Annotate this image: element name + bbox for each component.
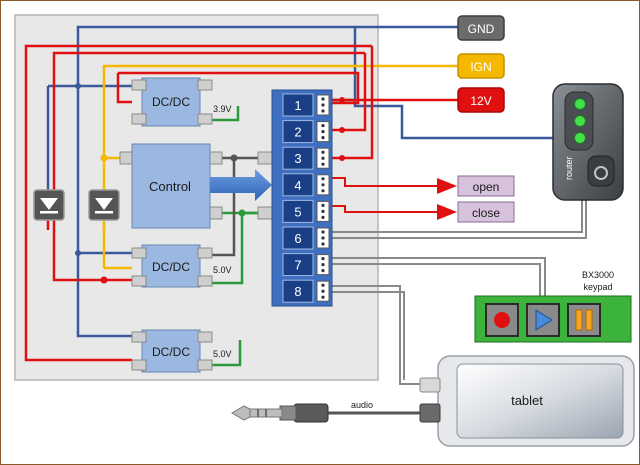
pause-button[interactable]	[567, 303, 601, 337]
output-open: open	[457, 175, 515, 197]
dcdc-converter-top: DC/DC	[131, 77, 213, 127]
diode-left	[33, 189, 65, 221]
pause-icon	[575, 309, 583, 331]
terminal-pin-label: 7	[294, 258, 301, 273]
dcdc-converter-mid: DC/DC	[131, 244, 213, 288]
terminal-pin: 5	[282, 199, 330, 223]
gnd-nodes	[75, 83, 81, 256]
terminal-pin-label: 5	[294, 204, 301, 219]
voltage-label-3v9: 3.9V	[213, 104, 232, 114]
voltage-label-5v0-mid: 5.0V	[213, 265, 232, 275]
record-button[interactable]	[485, 303, 519, 337]
led-icon	[574, 98, 586, 110]
audio-jack-icon	[231, 405, 251, 421]
terminal-pin: 6	[282, 226, 330, 250]
output-close: close	[457, 201, 515, 223]
record-icon	[494, 312, 510, 328]
connector-stub	[257, 151, 273, 165]
connector-stub	[257, 206, 273, 220]
svg-text:12V: 12V	[470, 94, 491, 108]
terminal-pin: 1	[282, 93, 330, 117]
tablet-device: tablet	[419, 355, 635, 447]
terminal-pin: 7	[282, 253, 330, 277]
router-device: router	[552, 83, 624, 201]
svg-text:IGN: IGN	[470, 60, 491, 74]
svg-text:close: close	[472, 206, 500, 220]
terminal-pin: 3	[282, 146, 330, 170]
led-icon	[574, 132, 586, 144]
tablet-label: tablet	[511, 393, 543, 408]
control-module: Control	[119, 143, 223, 229]
terminal-gnd: GND	[457, 15, 505, 41]
audio-label: audio	[351, 400, 373, 410]
audio-cable	[231, 403, 420, 423]
dcdc-label: DC/DC	[152, 345, 190, 359]
output-wires	[330, 177, 457, 220]
signal-node	[238, 209, 246, 217]
terminal-pin-label: 6	[294, 231, 301, 246]
terminal-pin-label: 8	[294, 284, 301, 299]
terminal-pin: 2	[282, 120, 330, 144]
control-arrow	[210, 169, 272, 201]
led-icon	[574, 115, 586, 127]
terminal-pin-label: 1	[294, 98, 301, 113]
play-icon	[535, 309, 553, 331]
terminal-pin: 4	[282, 173, 330, 197]
keypad-label-line1: BX3000	[582, 270, 614, 280]
voltage-label-5v0-bottom: 5.0V	[213, 349, 232, 359]
terminal-pin: 8	[282, 279, 330, 303]
diode-right	[88, 189, 120, 221]
keypad-label-line2: keypad	[583, 282, 612, 292]
dcdc-label: DC/DC	[152, 95, 190, 109]
ign-node	[100, 154, 108, 162]
terminal-12v: 12V	[457, 87, 505, 113]
data-wires	[330, 198, 587, 385]
router-label: router	[564, 156, 574, 180]
dcdc-converter-bottom: DC/DC	[131, 329, 213, 373]
terminal-pin-label: 4	[294, 178, 301, 193]
svg-text:open: open	[473, 180, 500, 194]
dcdc-label: DC/DC	[152, 260, 190, 274]
control-node	[230, 154, 238, 162]
v12-wires	[24, 44, 458, 362]
keypad-board	[474, 295, 632, 343]
svg-text:GND: GND	[468, 22, 495, 36]
play-button[interactable]	[526, 303, 560, 337]
v12-nodes	[100, 97, 345, 284]
terminal-pin-label: 2	[294, 125, 301, 140]
control-label: Control	[149, 179, 191, 194]
terminal-ign: IGN	[457, 53, 505, 79]
terminal-pin-label: 3	[294, 151, 301, 166]
terminal-block: 1 2 3 4 5 6 7 8	[271, 89, 333, 307]
signal-wires	[205, 106, 262, 367]
